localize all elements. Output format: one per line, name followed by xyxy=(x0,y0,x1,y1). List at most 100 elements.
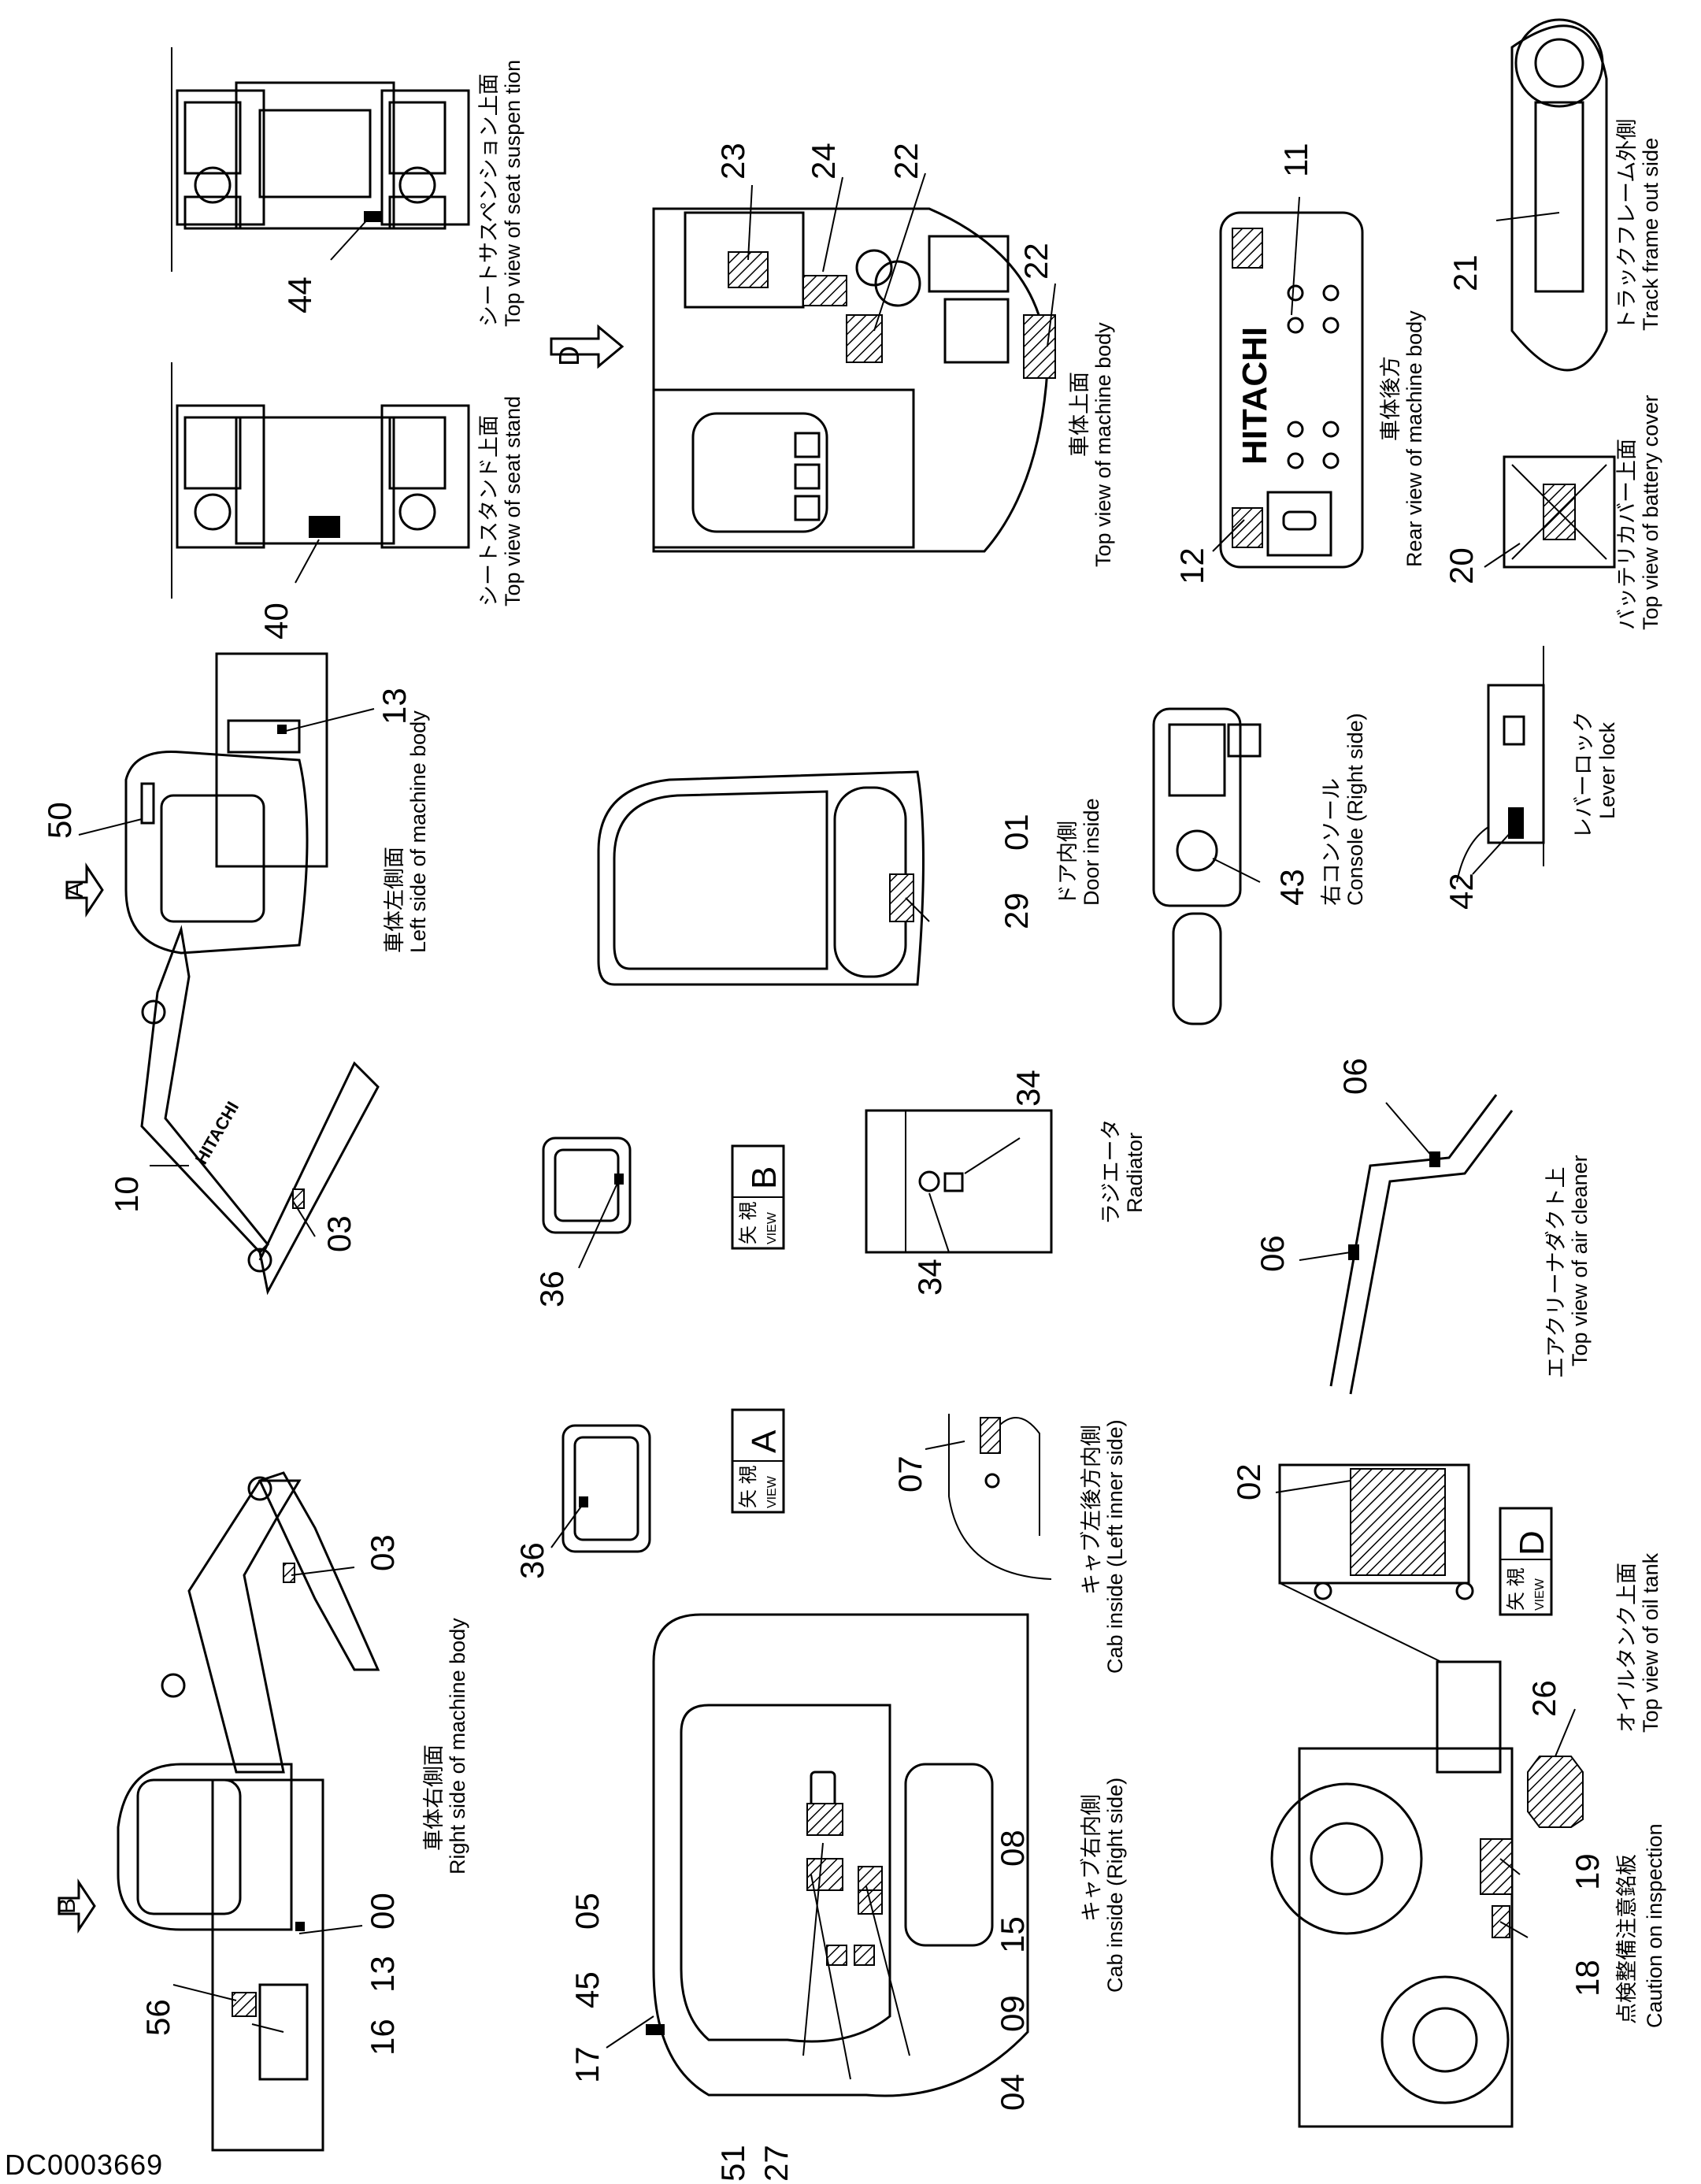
caption-left-side: 車体左側面 Left side of machine body xyxy=(383,710,430,953)
air-cleaner-view xyxy=(1299,1094,1514,1395)
caption-cab-right: キャブ右内側 Cab inside (Right side) xyxy=(1080,1778,1127,1993)
svg-text:08: 08 xyxy=(994,1830,1031,1867)
svg-text:キャブ右内側: キャブ右内側 xyxy=(1080,1794,1103,1922)
callout-56: 56 xyxy=(139,1999,176,2036)
callout-22a: 22 xyxy=(888,143,925,180)
callout-06b: 06 xyxy=(1254,1235,1291,1272)
caption-door-inside: ドア内側 Door inside xyxy=(1056,798,1103,906)
svg-text:50: 50 xyxy=(41,802,78,839)
callout-03a: 03 xyxy=(321,1215,358,1252)
caption-machine-top: 車体上面 Top view of machine body xyxy=(1068,322,1115,567)
svg-text:トラックフレーム外側: トラックフレーム外側 xyxy=(1615,119,1639,331)
svg-text:09: 09 xyxy=(994,1995,1031,2032)
svg-text:22: 22 xyxy=(888,143,925,180)
svg-text:34: 34 xyxy=(1010,1070,1047,1107)
seat-stand-view xyxy=(171,362,470,599)
callout-15: 15 xyxy=(994,1916,1031,1953)
svg-text:00: 00 xyxy=(364,1893,401,1930)
arrow-d-letter: D xyxy=(553,346,585,366)
svg-text:Radiator: Radiator xyxy=(1123,1133,1147,1213)
svg-text:07: 07 xyxy=(891,1455,928,1492)
svg-text:Top view of air cleaner: Top view of air cleaner xyxy=(1568,1155,1592,1366)
radiator-view xyxy=(865,1109,1053,1254)
callout-51: 51 xyxy=(714,2145,751,2182)
svg-text:矢 視: 矢 視 xyxy=(738,1465,759,1508)
svg-text:VIEW: VIEW xyxy=(765,1475,779,1508)
svg-text:Cab inside (Right side): Cab inside (Right side) xyxy=(1103,1778,1127,1993)
svg-text:06: 06 xyxy=(1254,1235,1291,1272)
svg-text:バッテリカバー上面: バッテリカバー上面 xyxy=(1615,439,1639,630)
svg-text:10: 10 xyxy=(108,1176,145,1213)
svg-text:56: 56 xyxy=(139,1999,176,2036)
callout-21: 21 xyxy=(1447,254,1484,291)
caption-lever-lock: レバーロック Lever lock xyxy=(1572,711,1619,839)
machine-rear-view: HITACHI xyxy=(1212,196,1364,569)
seat-suspension-view xyxy=(171,47,470,272)
svg-text:21: 21 xyxy=(1447,254,1484,291)
svg-text:矢 視: 矢 視 xyxy=(1506,1567,1527,1611)
svg-text:13: 13 xyxy=(364,1956,401,1993)
caption-radiator: ラジエータ Radiator xyxy=(1099,1119,1147,1225)
cab-left-inner-view xyxy=(925,1414,1052,1580)
svg-text:36: 36 xyxy=(513,1542,550,1579)
svg-text:Track frame out side: Track frame out side xyxy=(1639,138,1662,331)
svg-text:11: 11 xyxy=(1277,143,1314,177)
svg-text:05: 05 xyxy=(569,1893,606,1930)
view-a-panel: 矢 視 VIEW A xyxy=(550,1408,785,1553)
svg-text:03: 03 xyxy=(364,1534,401,1571)
caption-machine-rear: 車体後方 Rear view of machine body xyxy=(1379,310,1426,567)
console-view xyxy=(1152,707,1262,1025)
callout-26: 26 xyxy=(1525,1680,1562,1717)
callout-22b: 22 xyxy=(1017,243,1054,280)
battery-cover-view xyxy=(1484,455,1616,569)
svg-text:06: 06 xyxy=(1336,1058,1373,1095)
view-d-panel: 矢 視 VIEW D xyxy=(1275,1463,1553,1774)
caption-air-cleaner: エアクリーナダクト上 Top view of air cleaner xyxy=(1544,1155,1592,1378)
svg-text:29: 29 xyxy=(998,892,1035,929)
callout-03b: 03 xyxy=(364,1534,401,1571)
callout-06a: 06 xyxy=(1336,1058,1373,1095)
caption-seat-stand: シートスタンド上面 Top view of seat stand xyxy=(477,396,524,606)
callout-45: 45 xyxy=(569,1971,606,2008)
hitachi-arm-logo: HITACHI xyxy=(191,1098,243,1167)
caption-right-side: 車体右側面 Right side of machine body xyxy=(422,1618,469,1874)
right-side-view: B xyxy=(54,1471,380,2152)
svg-text:Right side of machine body: Right side of machine body xyxy=(446,1618,469,1874)
caption-oil-tank: オイルタンク上面 Top view of oil tank xyxy=(1615,1552,1662,1733)
callout-42: 42 xyxy=(1443,873,1480,910)
svg-text:Top view of battery cover: Top view of battery cover xyxy=(1639,395,1662,630)
lever-lock-view xyxy=(1456,646,1545,883)
callout-13b: 13 xyxy=(364,1956,401,1993)
svg-text:03: 03 xyxy=(321,1215,358,1252)
svg-text:Top view of seat stand: Top view of seat stand xyxy=(501,396,524,606)
callout-34a: 34 xyxy=(1010,1070,1047,1107)
svg-text:22: 22 xyxy=(1017,243,1054,280)
svg-text:シートスタンド上面: シートスタンド上面 xyxy=(477,415,501,606)
svg-text:Lever lock: Lever lock xyxy=(1595,721,1619,819)
callout-29: 29 xyxy=(998,892,1035,929)
svg-text:矢 視: 矢 視 xyxy=(738,1201,759,1244)
svg-text:27: 27 xyxy=(758,2145,795,2182)
callout-40: 40 xyxy=(258,603,295,640)
svg-text:Top view of machine body: Top view of machine body xyxy=(1091,322,1115,567)
svg-text:Rear view of machine body: Rear view of machine body xyxy=(1403,310,1426,567)
caption-seat-suspension: シートサスペンション上面 Top view of seat suspen tio… xyxy=(477,60,524,327)
svg-text:17: 17 xyxy=(569,2046,606,2083)
svg-text:34: 34 xyxy=(911,1259,948,1296)
callout-16: 16 xyxy=(364,2019,401,2056)
svg-text:13: 13 xyxy=(376,688,413,725)
svg-text:Top view of oil tank: Top view of oil tank xyxy=(1639,1552,1662,1733)
callout-23: 23 xyxy=(714,143,751,180)
callout-36b: 36 xyxy=(513,1542,550,1579)
arrow-a-letter: A xyxy=(62,882,88,898)
svg-text:04: 04 xyxy=(994,2074,1031,2111)
svg-text:43: 43 xyxy=(1273,869,1310,906)
svg-text:40: 40 xyxy=(258,603,295,640)
callout-19: 19 xyxy=(1569,1853,1606,1890)
svg-text:02: 02 xyxy=(1230,1463,1267,1500)
svg-text:16: 16 xyxy=(364,2019,401,2056)
caption-console: 右コンソール Console (Right side) xyxy=(1320,713,1367,906)
inspection-plate-view xyxy=(1527,1708,1584,1828)
svg-text:VIEW: VIEW xyxy=(1533,1578,1547,1611)
